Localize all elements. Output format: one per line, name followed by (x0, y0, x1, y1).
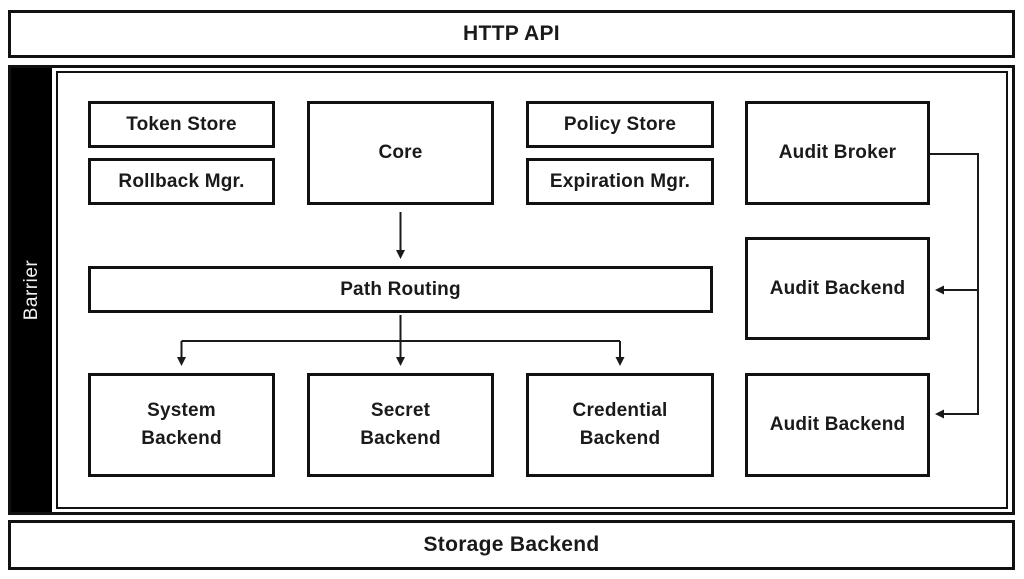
node-system-backend: System Backend (88, 373, 275, 477)
node-rollback-mgr: Rollback Mgr. (88, 158, 275, 205)
barrier-label: Barrier (20, 259, 42, 321)
barrier-bar: Barrier (11, 68, 52, 512)
node-policy-store: Policy Store (526, 101, 714, 148)
node-core: Core (307, 101, 494, 205)
node-audit-backend-bottom: Audit Backend (745, 373, 930, 477)
node-credential-backend: Credential Backend (526, 373, 714, 477)
node-audit-broker: Audit Broker (745, 101, 930, 205)
node-secret-backend: Secret Backend (307, 373, 494, 477)
node-path-routing: Path Routing (88, 266, 713, 313)
node-token-store: Token Store (88, 101, 275, 148)
node-expiration-mgr: Expiration Mgr. (526, 158, 714, 205)
storage-backend-box: Storage Backend (8, 520, 1015, 570)
http-api-box: HTTP API (8, 10, 1015, 58)
node-audit-backend-top: Audit Backend (745, 237, 930, 340)
